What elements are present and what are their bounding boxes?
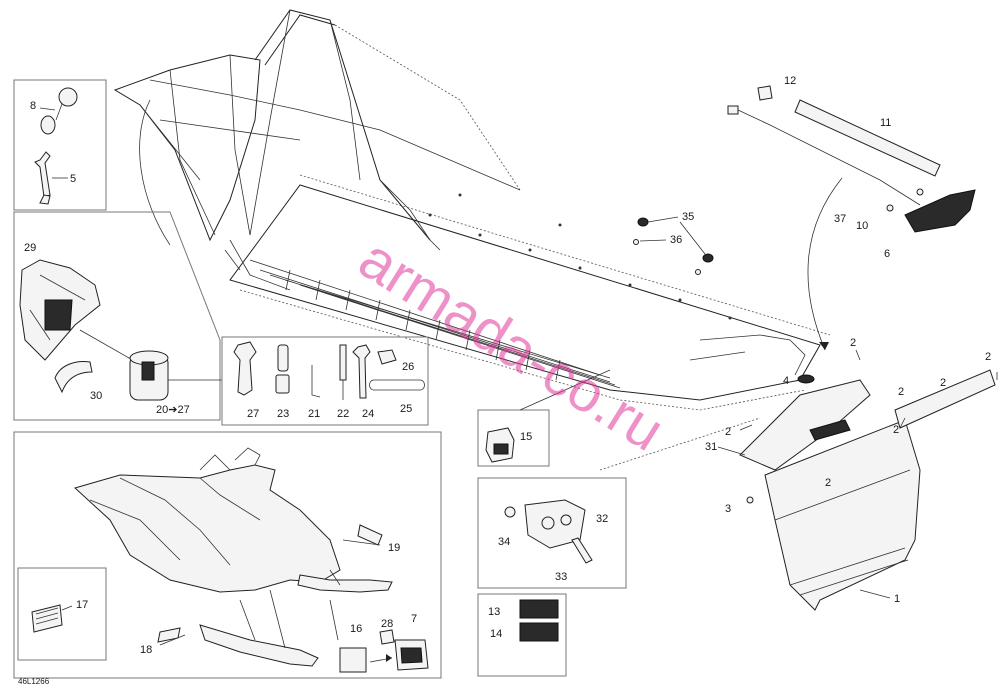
callout-35: 35 [682,211,694,223]
callout-25: 25 [400,403,412,415]
part-5-wrench [34,151,68,205]
callout-24: 24 [362,408,374,420]
part-24-wrench [352,344,371,399]
chassis-frame [113,9,831,411]
part-34-nut [504,506,516,518]
callout-23: 23 [277,408,289,420]
callout-12: 12 [784,75,796,87]
callout-2d: 2 [985,351,991,363]
part-33-bolt [571,537,593,564]
toolkit-frame [221,336,429,426]
callout-10: 10 [856,220,868,232]
callout-31: 31 [705,441,717,453]
callout-19: 19 [388,542,400,554]
callout-11: 11 [880,117,891,129]
part-8-cap [39,87,78,135]
sled-frame [13,431,442,679]
snowmobile-body [74,447,393,667]
part-13-decal [519,599,559,619]
part-1-snowflap [764,419,921,611]
taillight-harness [727,105,921,206]
callout-2c: 2 [940,377,946,389]
part-12-grommet [757,85,773,101]
callout-29: 29 [24,242,36,254]
part-27-wrench [233,341,257,396]
part-14-decal [519,622,559,642]
tool-box-frame [13,79,107,211]
callout-3: 3 [725,503,731,515]
callout-21: 21 [308,408,320,420]
callout-7: 7 [411,613,417,625]
part-30-grip [54,361,93,394]
part-29-panel [19,259,101,361]
callout-37: 37 [834,213,846,225]
part-6-taillight [904,189,976,233]
callout-2e: 2 [725,426,731,438]
hitch-frame [477,477,627,589]
callout-14: 14 [490,628,502,640]
callout-27: 27 [247,408,259,420]
callout-6: 6 [884,248,890,260]
callout-32: 32 [596,513,608,525]
part-21-hex-key [311,365,321,398]
part-11-light-strip [794,99,941,177]
part-26-clip [377,349,397,365]
part-15-frame [477,409,550,467]
callout-17: 17 [76,599,88,611]
part-20-27-kit [129,350,169,401]
callout-2f: 2 [893,424,899,436]
part-32-hitch-bracket [524,499,586,549]
part-25-strap [369,379,425,391]
callout-33: 33 [555,571,567,583]
callout-16: 16 [350,623,362,635]
callout-1: 1 [894,593,900,605]
decal-17-frame [17,567,107,661]
callout-4: 4 [783,375,789,387]
part-4-cap [797,374,815,384]
part-16-plate [339,647,367,673]
callout-8: 8 [30,100,36,112]
callout-13: 13 [488,606,500,618]
part-2-rails [894,369,996,429]
callout-20-27: 20➔27 [156,404,190,416]
part-17-decal [31,604,63,633]
decals-frame [477,593,567,677]
part-15-connector [485,427,515,463]
part-28-clip [379,629,395,645]
callout-34: 34 [498,536,510,548]
part-22-screwdriver [339,344,347,400]
callout-28: 28 [381,618,393,630]
callout-2b: 2 [898,386,904,398]
watermark: armada-co.ru [348,226,675,464]
callout-15: 15 [520,431,532,443]
reference-code: 46L1266 [18,677,50,686]
callout-18: 18 [140,644,152,656]
part-31-bracket [739,379,871,471]
callout-36: 36 [670,234,682,246]
callout-22: 22 [337,408,349,420]
callout-5: 5 [70,173,76,185]
callout-2a: 2 [850,337,856,349]
part-23-fuse [275,344,290,394]
callout-2g: 2 [825,477,831,489]
callout-30: 30 [90,390,102,402]
part-7-plate-holder [394,639,429,671]
callout-26: 26 [402,361,414,373]
